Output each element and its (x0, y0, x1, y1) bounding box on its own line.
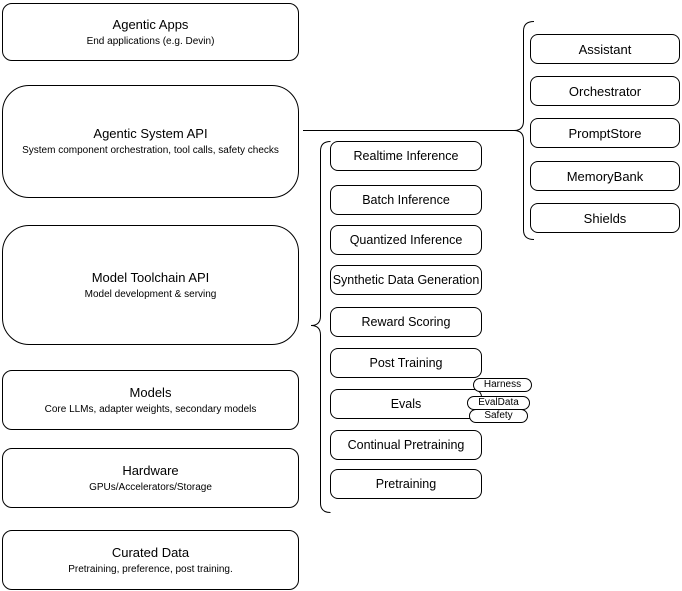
node-title: Models (129, 384, 172, 400)
node-assistant: Assistant (530, 34, 680, 64)
node-agentic-system-api: Agentic System API System component orch… (2, 85, 299, 198)
node-title: Hardware (122, 462, 179, 478)
node-synthetic-data-generation: Synthetic Data Generation (330, 265, 482, 295)
node-subtitle: Core LLMs, adapter weights, secondary mo… (44, 403, 257, 415)
node-subtitle: System component orchestration, tool cal… (22, 145, 279, 156)
node-title: Curated Data (111, 544, 190, 560)
node-model-toolchain-api: Model Toolchain API Model development & … (2, 225, 299, 345)
node-subtitle: GPUs/Accelerators/Storage (89, 481, 212, 493)
node-promptstore: PromptStore (530, 118, 680, 148)
node-hardware: Hardware GPUs/Accelerators/Storage (2, 448, 299, 508)
node-title: Agentic Apps (112, 16, 189, 32)
node-batch-inference: Batch Inference (330, 185, 482, 215)
node-continual-pretraining: Continual Pretraining (330, 430, 482, 460)
node-pretraining: Pretraining (330, 469, 482, 499)
tag-safety: Safety (469, 409, 528, 423)
node-orchestrator: Orchestrator (530, 76, 680, 106)
node-post-training: Post Training (330, 348, 482, 378)
tag-harness: Harness (473, 378, 532, 392)
node-subtitle: End applications (e.g. Devin) (86, 35, 215, 47)
node-agentic-apps: Agentic Apps End applications (e.g. Devi… (2, 3, 299, 61)
node-subtitle: Model development & serving (84, 288, 217, 300)
node-title: Agentic System API (93, 126, 208, 141)
node-memorybank: MemoryBank (530, 161, 680, 191)
node-quantized-inference: Quantized Inference (330, 225, 482, 255)
node-reward-scoring: Reward Scoring (330, 307, 482, 337)
node-subtitle: Pretraining, preference, post training. (68, 563, 233, 575)
toolchain-group-brace (310, 141, 331, 513)
node-shields: Shields (530, 203, 680, 233)
node-models: Models Core LLMs, adapter weights, secon… (2, 370, 299, 430)
node-realtime-inference: Realtime Inference (330, 141, 482, 171)
node-title: Model Toolchain API (91, 269, 210, 285)
node-evals: Evals (330, 389, 482, 419)
tag-evaldata: EvalData (467, 396, 530, 410)
node-curated-data: Curated Data Pretraining, preference, po… (2, 530, 299, 590)
